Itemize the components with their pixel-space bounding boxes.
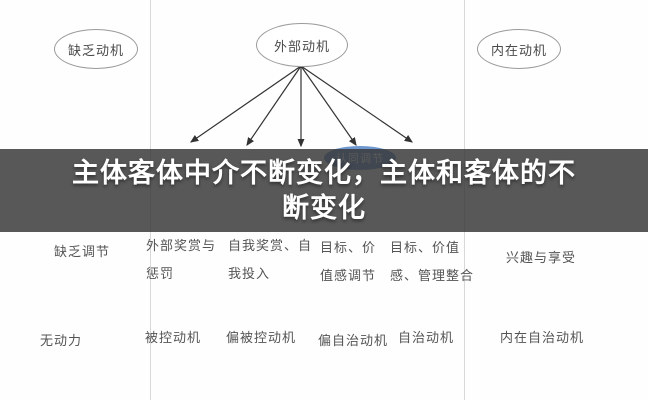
regulation-text: 值感调节 bbox=[320, 268, 377, 283]
regulation-cell-self-reward: 自我奖赏、自 我投入 bbox=[228, 232, 312, 288]
node-label: 缺乏动机 bbox=[67, 42, 124, 58]
node-label: 内在动机 bbox=[490, 42, 547, 58]
regulation-cell-lack: 缺乏调节 bbox=[54, 238, 110, 266]
arrow-line bbox=[300, 65, 357, 146]
page-title-line-1: 主体客体中介不断变化，主体和客体的不 bbox=[72, 157, 576, 188]
title-banner-overlay: 主体客体中介不断变化，主体和客体的不 断变化 bbox=[0, 149, 648, 232]
node-internal-motivation: 内在动机 bbox=[477, 29, 561, 69]
regulation-text: 我投入 bbox=[228, 266, 271, 281]
motivation-label-semi-controlled: 偏被控动机 bbox=[226, 330, 297, 345]
motivation-label-internal-autonomous: 内在自治动机 bbox=[500, 330, 585, 345]
node-lack-of-motivation: 缺乏动机 bbox=[54, 29, 138, 69]
arrow-line bbox=[190, 65, 302, 143]
regulation-text: 目标、价 bbox=[320, 240, 377, 255]
motivation-label-controlled: 被控动机 bbox=[145, 330, 202, 345]
regulation-text: 惩罚 bbox=[146, 266, 175, 281]
motivation-label-autonomous: 自治动机 bbox=[398, 330, 455, 345]
regulation-text: 自我奖赏、自 bbox=[228, 238, 313, 253]
node-external-motivation: 外部动机 bbox=[256, 23, 348, 67]
regulation-text: 目标、价值 bbox=[390, 240, 461, 255]
page-title-line-2: 断变化 bbox=[282, 192, 366, 223]
motivation-label-amotivation: 无动力 bbox=[40, 333, 83, 348]
regulation-text: 缺乏调节 bbox=[54, 244, 111, 259]
regulation-cell-integration: 目标、价值 感、管理整合 bbox=[390, 234, 474, 290]
regulation-text: 外部奖赏与 bbox=[146, 238, 217, 253]
regulation-cell-goal-value: 目标、价 值感调节 bbox=[320, 234, 376, 290]
regulation-cell-interest: 兴趣与享受 bbox=[506, 244, 576, 272]
regulation-text: 感、管理整合 bbox=[390, 268, 475, 283]
regulation-text: 兴趣与享受 bbox=[506, 250, 577, 265]
arrow-line bbox=[300, 65, 413, 143]
regulation-cell-external-reward: 外部奖赏与 惩罚 bbox=[146, 232, 216, 288]
arrow-line bbox=[246, 65, 302, 146]
node-label: 外部动机 bbox=[273, 38, 330, 54]
motivation-label-semi-autonomous: 偏自治动机 bbox=[318, 333, 389, 348]
